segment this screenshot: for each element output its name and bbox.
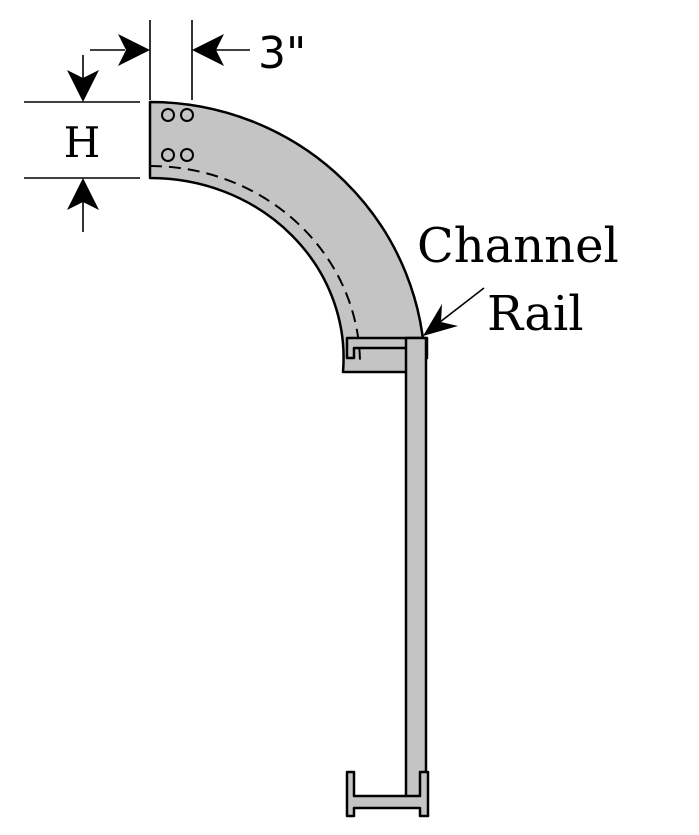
width-arrow-right: [192, 34, 224, 66]
height-arrow-bottom: [67, 178, 99, 210]
channel-rail-label-line2: Rail: [487, 286, 584, 342]
splice-hole: [180, 148, 194, 162]
channel-rail-label-line1: Channel: [417, 218, 619, 274]
channel-rail-leader-line: [439, 287, 485, 323]
width-arrow-left: [118, 34, 150, 66]
splice-hole: [161, 148, 175, 162]
channel-rail-web: [404, 336, 428, 800]
channel-rail-leader-arrow: [423, 304, 458, 336]
splice-hole: [180, 108, 194, 122]
width-dimension-label: 3": [258, 28, 306, 79]
height-dimension-label: H: [64, 118, 101, 167]
height-arrow-top: [67, 70, 99, 102]
elbow-centerline: [149, 165, 361, 365]
channel-rail-bottom-flange: [345, 770, 430, 818]
elbow-body: [148, 100, 427, 374]
splice-hole: [161, 108, 175, 122]
